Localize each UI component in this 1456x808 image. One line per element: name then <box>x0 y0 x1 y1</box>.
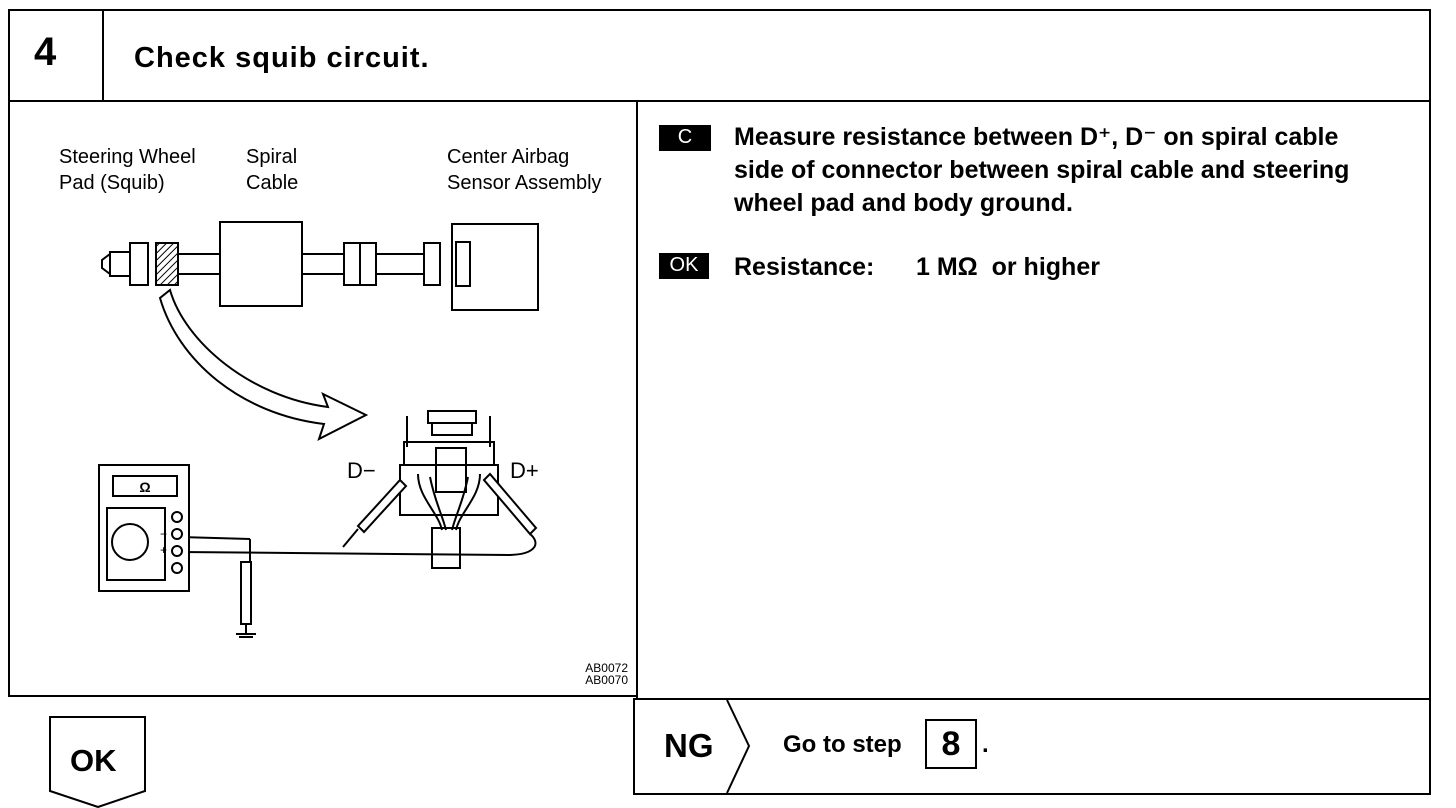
ok-result-pentagon <box>49 716 146 808</box>
step-title: Check squib circuit. <box>134 42 430 74</box>
ok-spec-label: Resistance: <box>734 253 875 281</box>
ng-result-box <box>633 698 1431 795</box>
probe-leads <box>179 472 538 638</box>
ohmmeter-display-symbol: Ω <box>139 479 150 495</box>
figure-codes: AB0072 AB0070 <box>585 661 628 687</box>
goto-text: Go to step <box>783 731 902 758</box>
meter-minus-sign: − <box>160 527 167 541</box>
ohmmeter-drawing <box>98 464 190 592</box>
squib-circuit-diagram: Ω − + D− D+ <box>98 221 539 638</box>
spiral-cable-box <box>219 221 303 307</box>
label-center-airbag: Center Airbag Sensor Assembly <box>447 146 602 194</box>
ng-label: NG <box>664 727 714 764</box>
ng-arrow-divider <box>726 700 751 793</box>
goto-step-box[interactable]: 8 <box>925 719 977 769</box>
connector-drawing <box>399 410 499 569</box>
check-instruction: Measure resistance between D⁺, D⁻ on spi… <box>734 123 1350 217</box>
cable-assembly-drawing <box>101 221 539 311</box>
ok-spec-tag: OK <box>659 253 709 279</box>
check-tag: C <box>659 125 711 151</box>
step-number: 4 <box>34 30 57 74</box>
goto-period: . <box>982 731 989 758</box>
label-d-plus: D+ <box>510 458 539 483</box>
goto-step-number: 8 <box>941 725 961 763</box>
label-steering-wheel-pad: Steering Wheel Pad (Squib) <box>59 146 196 194</box>
label-spiral-cable: Spiral Cable <box>246 146 299 194</box>
meter-plus-sign: + <box>160 543 167 557</box>
ok-result-label: OK <box>70 743 117 778</box>
step-number-divider <box>102 9 104 102</box>
squib-connector-hatched <box>155 242 179 286</box>
curved-arrow <box>158 288 369 442</box>
ok-spec-value: 1 MΩ or higher <box>916 253 1100 281</box>
label-d-minus: D− <box>347 458 376 483</box>
